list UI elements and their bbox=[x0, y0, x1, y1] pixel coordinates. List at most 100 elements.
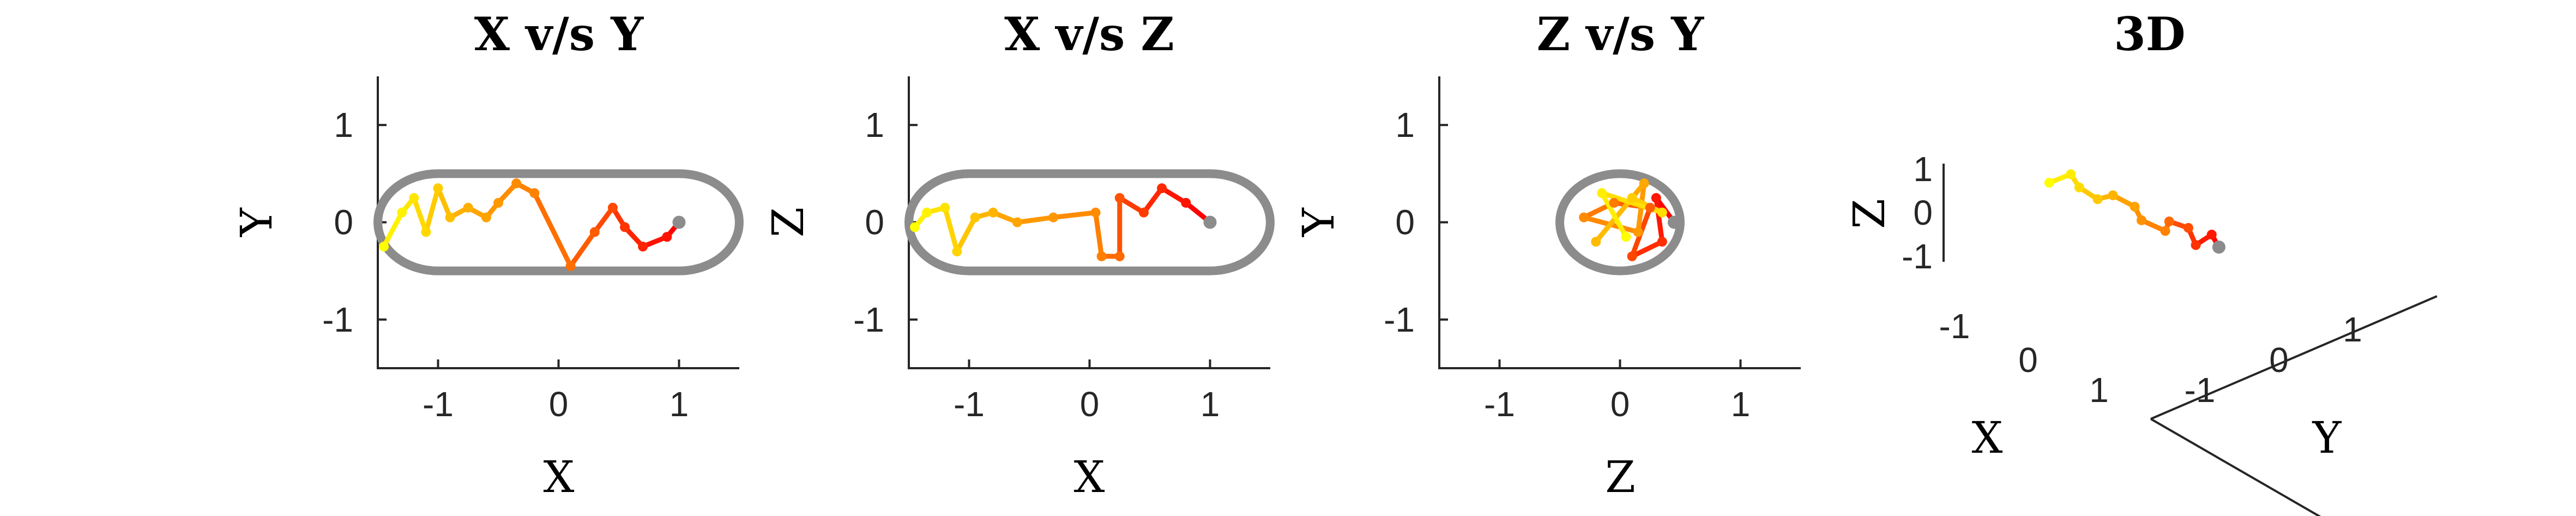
trajectory-point bbox=[638, 242, 648, 252]
trajectory-point bbox=[2183, 223, 2193, 233]
trajectory-point bbox=[481, 212, 491, 223]
trajectory-point bbox=[397, 207, 407, 218]
y-axis-label: Z bbox=[763, 207, 813, 238]
trajectory-point bbox=[620, 222, 630, 232]
trajectory-point bbox=[2137, 215, 2146, 225]
y-tick-label: 0 bbox=[334, 203, 353, 242]
x-tick-label: 1 bbox=[2089, 370, 2109, 410]
trajectory-point bbox=[1114, 251, 1125, 261]
start-marker bbox=[672, 215, 686, 229]
trajectory-segment bbox=[1141, 185, 1165, 215]
x-tick-label: -1 bbox=[1939, 307, 1970, 346]
y-tick-label: 1 bbox=[334, 105, 353, 145]
trajectory-point bbox=[970, 212, 980, 223]
trajectory-point bbox=[529, 188, 540, 198]
z-tick-label: 0 bbox=[1913, 193, 1933, 232]
x-tick-label: 0 bbox=[549, 385, 569, 424]
trajectory-point bbox=[1579, 212, 1589, 223]
trajectory-point bbox=[988, 207, 998, 218]
start-marker bbox=[2212, 241, 2225, 254]
trajectory-point bbox=[1627, 193, 1637, 203]
x-tick-label: 0 bbox=[2018, 340, 2038, 380]
trajectory-point bbox=[1157, 183, 1167, 194]
x-tick-label: 0 bbox=[1080, 385, 1100, 424]
x-tick-label: 1 bbox=[669, 385, 689, 424]
x-axis-label: X bbox=[544, 452, 575, 502]
axis-lines bbox=[377, 76, 739, 369]
trajectory-point bbox=[1609, 197, 1619, 208]
x-tick-label: -1 bbox=[954, 385, 985, 424]
trajectory-point bbox=[379, 242, 389, 252]
trajectory-point bbox=[1633, 227, 1643, 237]
trajectory-point bbox=[910, 222, 920, 232]
trajectory-point bbox=[2066, 169, 2076, 179]
trajectory-point bbox=[2164, 216, 2174, 226]
trajectory-segment bbox=[1630, 239, 1665, 259]
trajectory-point bbox=[1181, 197, 1191, 208]
trajectory-point bbox=[463, 202, 473, 213]
chart-title: Z v/s Y bbox=[1537, 7, 1705, 61]
trajectory-point bbox=[2092, 194, 2103, 205]
trajectory-segment bbox=[592, 205, 616, 235]
x-tick-label: 1 bbox=[1200, 385, 1220, 424]
boundary-capsule bbox=[373, 169, 744, 275]
x-axis-label: X bbox=[1972, 412, 2003, 463]
trajectory-segment bbox=[532, 190, 574, 269]
trajectory-segment bbox=[954, 215, 978, 254]
y-tick-label: 0 bbox=[865, 203, 884, 242]
z-axis-label: Z bbox=[1844, 199, 1895, 229]
trajectory-point bbox=[1639, 178, 1649, 189]
trajectory-point bbox=[2074, 182, 2084, 193]
y-tick-label: 1 bbox=[1395, 105, 1415, 145]
trajectory-point bbox=[589, 227, 600, 237]
trajectory-point bbox=[1090, 207, 1101, 218]
trajectory-point bbox=[2129, 201, 2140, 212]
axis-lines bbox=[908, 76, 1270, 369]
trajectory-segment bbox=[1654, 195, 1665, 244]
chart-title: X v/s Y bbox=[474, 7, 644, 61]
trajectory-segment bbox=[423, 185, 441, 235]
y-tick-label: -1 bbox=[322, 300, 353, 339]
trajectory-point bbox=[433, 183, 443, 194]
chart-title: 3D bbox=[2114, 7, 2185, 61]
trajectory-point bbox=[662, 232, 672, 242]
trajectory-point bbox=[511, 178, 522, 189]
boundary-capsule bbox=[904, 169, 1275, 275]
y-tick-label: 0 bbox=[1395, 203, 1415, 242]
trajectory-segment bbox=[568, 229, 598, 269]
trajectory-point bbox=[2206, 230, 2217, 240]
y-axis-label: Y bbox=[2312, 412, 2342, 463]
trajectory-segment bbox=[436, 185, 453, 220]
trajectory-point bbox=[1048, 212, 1059, 223]
trajectory-point bbox=[2044, 178, 2054, 188]
z-tick-label: 1 bbox=[1913, 149, 1933, 189]
trajectory-point bbox=[1597, 188, 1607, 198]
x-axis-line bbox=[2150, 418, 2321, 516]
trajectory-segment bbox=[942, 205, 960, 254]
y-tick-label: 0 bbox=[2269, 340, 2289, 380]
trajectory-point bbox=[607, 202, 618, 213]
trajectory-segment bbox=[381, 210, 405, 249]
trajectory-point bbox=[922, 207, 932, 218]
trajectory-point bbox=[1114, 193, 1125, 203]
trajectory-point bbox=[1627, 251, 1637, 261]
x-axis-label: X bbox=[1074, 452, 1105, 502]
trajectory-point bbox=[1012, 217, 1022, 227]
trajectory-point bbox=[421, 227, 431, 237]
trajectory-point bbox=[1645, 202, 1655, 213]
trajectory-segment bbox=[1599, 190, 1629, 239]
start-marker bbox=[1667, 215, 1681, 229]
y-tick-label: -1 bbox=[853, 300, 884, 339]
trajectory-segment bbox=[1093, 210, 1105, 259]
trajectory-point bbox=[1657, 207, 1667, 218]
trajectory-segment bbox=[411, 195, 429, 235]
trajectory-point bbox=[952, 247, 962, 256]
y-tick-label: -1 bbox=[1384, 300, 1415, 339]
trajectory-point bbox=[1651, 193, 1661, 203]
y-tick-label: 1 bbox=[865, 105, 884, 145]
trajectory-point bbox=[2108, 190, 2118, 200]
trajectory-point bbox=[1621, 232, 1631, 242]
trajectory-point bbox=[940, 202, 950, 213]
